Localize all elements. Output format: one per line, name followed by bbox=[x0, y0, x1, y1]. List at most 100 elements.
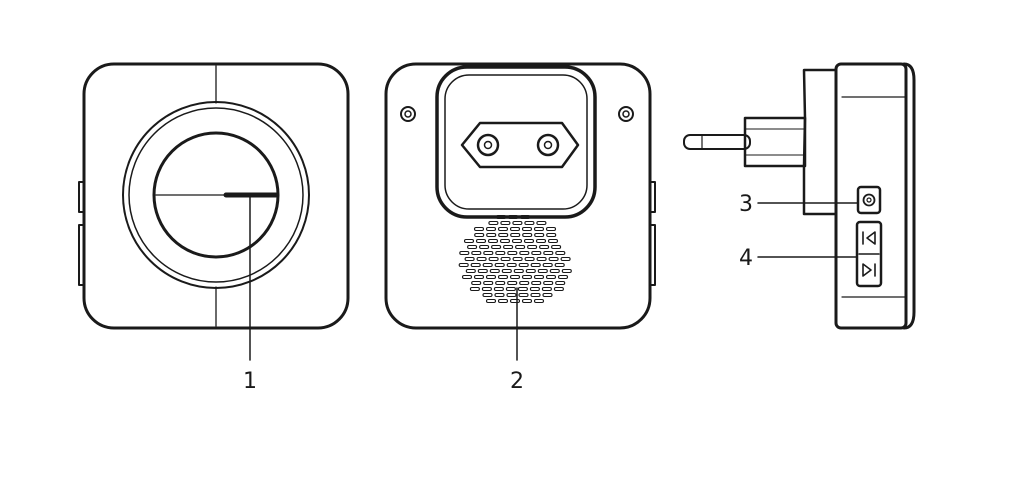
speaker-slot bbox=[479, 244, 490, 250]
speaker-slot bbox=[530, 292, 541, 298]
speaker-slot bbox=[494, 292, 505, 298]
speaker-slot bbox=[489, 268, 500, 274]
back-side-tab-right-lower bbox=[649, 224, 656, 286]
speaker-slot bbox=[497, 226, 509, 232]
speaker-slot bbox=[498, 232, 509, 238]
speaker-slot bbox=[501, 268, 512, 274]
speaker-slot bbox=[493, 286, 504, 292]
speaker-slot bbox=[461, 274, 473, 280]
speaker-slot bbox=[463, 238, 475, 244]
speaker-slot bbox=[543, 280, 554, 286]
speaker-slot bbox=[539, 244, 550, 250]
speaker-slot bbox=[497, 274, 509, 280]
speaker-slot bbox=[469, 286, 480, 292]
speaker-slot bbox=[523, 238, 535, 244]
front-side-tab-left bbox=[78, 181, 85, 213]
plug-pin-right-hole bbox=[543, 140, 553, 150]
speaker-slot bbox=[560, 256, 571, 262]
speaker-slot bbox=[545, 226, 557, 232]
speaker-slot bbox=[485, 226, 497, 232]
speaker-slot bbox=[495, 250, 506, 256]
callout-4-label: 4 bbox=[739, 246, 753, 271]
speaker-slot bbox=[471, 280, 482, 286]
speaker-slot bbox=[521, 274, 533, 280]
speaker-slot bbox=[520, 214, 531, 220]
speaker-slot bbox=[543, 250, 554, 256]
speaker-slot bbox=[533, 298, 545, 304]
speaker-slot bbox=[513, 268, 524, 274]
screw-left-inner bbox=[404, 110, 412, 118]
speaker-slot bbox=[535, 238, 547, 244]
speaker-slot bbox=[505, 286, 516, 292]
speaker-slot bbox=[555, 280, 566, 286]
speaker-slot bbox=[486, 232, 497, 238]
side-body bbox=[834, 62, 908, 330]
speaker-slot bbox=[475, 238, 487, 244]
speaker-slot bbox=[500, 220, 511, 226]
speaker-slot bbox=[506, 292, 517, 298]
skip-back-icon bbox=[862, 231, 876, 245]
speaker-slot bbox=[525, 268, 536, 274]
speaker-slot bbox=[494, 262, 505, 268]
speaker-slot bbox=[547, 238, 559, 244]
speaker-slot bbox=[477, 268, 488, 274]
speaker-slot bbox=[536, 220, 547, 226]
speaker-slot bbox=[531, 250, 542, 256]
speaker-slot bbox=[512, 256, 523, 262]
speaker-slot bbox=[545, 274, 557, 280]
speaker-slot bbox=[524, 220, 535, 226]
speaker-slot bbox=[531, 280, 542, 286]
speaker-slot bbox=[548, 256, 559, 262]
speaker-slot bbox=[510, 232, 521, 238]
side-button-4 bbox=[855, 220, 883, 288]
speaker-slot bbox=[519, 280, 530, 286]
speaker-slot bbox=[482, 292, 493, 298]
speaker-slot bbox=[549, 268, 560, 274]
speaker-slot bbox=[524, 256, 535, 262]
speaker-slot bbox=[503, 244, 514, 250]
speaker-slot bbox=[459, 250, 470, 256]
speaker-slot bbox=[509, 226, 521, 232]
speaker-slot bbox=[482, 262, 493, 268]
plug-pin-left bbox=[476, 133, 500, 157]
speaker-slot bbox=[483, 280, 494, 286]
front-side-tab-left-lower bbox=[78, 224, 85, 286]
speaker-slot bbox=[473, 226, 485, 232]
gear-icon bbox=[862, 193, 876, 207]
speaker-slot bbox=[496, 214, 507, 220]
back-side-tab-right bbox=[649, 181, 656, 213]
speaker-slot bbox=[471, 250, 482, 256]
speaker-slot bbox=[458, 262, 469, 268]
speaker-slot bbox=[551, 244, 562, 250]
speaker-slot bbox=[506, 262, 517, 268]
screw-right-inner bbox=[622, 110, 630, 118]
speaker-slot bbox=[483, 250, 494, 256]
speaker-slot bbox=[557, 274, 569, 280]
speaker-slot bbox=[507, 280, 518, 286]
speaker-slot bbox=[488, 256, 499, 262]
speaker-slot bbox=[500, 256, 511, 262]
front-ring-inner bbox=[128, 107, 304, 283]
speaker-slot bbox=[518, 262, 529, 268]
speaker-slot bbox=[481, 286, 492, 292]
callout-1-label: 1 bbox=[243, 369, 257, 394]
plug-face bbox=[460, 121, 580, 169]
speaker-slot bbox=[561, 268, 572, 274]
speaker-slot bbox=[474, 232, 485, 238]
speaker-slot bbox=[467, 244, 478, 250]
speaker-slot bbox=[507, 250, 518, 256]
speaker-slot bbox=[542, 262, 553, 268]
speaker-slot bbox=[537, 268, 548, 274]
speaker-slot bbox=[554, 262, 565, 268]
callout-3-label: 3 bbox=[739, 192, 753, 217]
speaker-slot bbox=[464, 256, 475, 262]
speaker-slot bbox=[533, 274, 545, 280]
plug-pin-right bbox=[536, 133, 560, 157]
callout-2-label: 2 bbox=[510, 369, 524, 394]
back-view: 2 bbox=[384, 62, 656, 394]
speaker-slot bbox=[527, 244, 538, 250]
front-view: 1 bbox=[78, 62, 350, 394]
speaker-slot bbox=[491, 244, 502, 250]
speaker-slot bbox=[529, 286, 540, 292]
